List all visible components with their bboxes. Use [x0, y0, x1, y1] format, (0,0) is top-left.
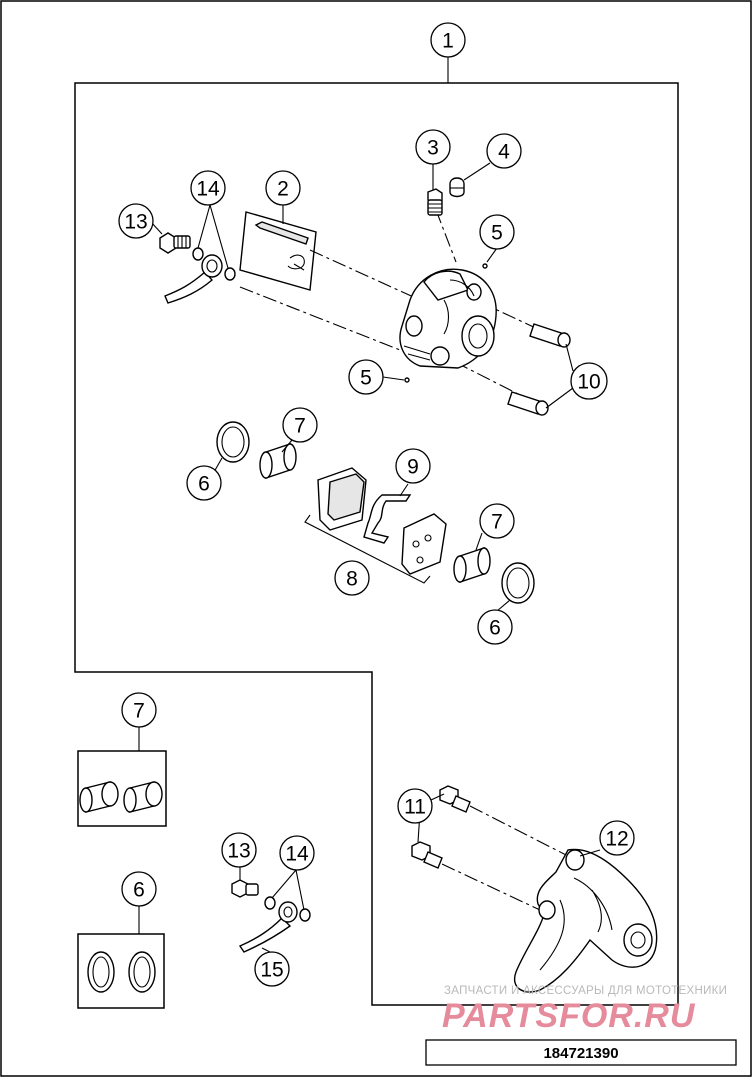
svg-text:9: 9: [407, 456, 419, 479]
o-ring-small-a: [482, 263, 488, 269]
callout-3: 3: [415, 129, 451, 165]
svg-text:14: 14: [285, 843, 309, 866]
leader-12: [579, 849, 601, 857]
bleeder-valve: [427, 188, 443, 216]
svg-text:7: 7: [294, 415, 306, 438]
svg-text:10: 10: [577, 371, 600, 394]
leader-14a: [197, 204, 229, 269]
leader-7b: [475, 532, 483, 551]
brake-caliper-body: [399, 268, 497, 369]
drawing-number-box: [425, 1039, 737, 1066]
svg-text:5: 5: [491, 222, 503, 245]
leader-10: [545, 343, 574, 409]
callout-13-upper: 13: [118, 203, 154, 239]
caliper-bracket: [513, 848, 658, 993]
bracket-bolt-upper: [439, 785, 471, 813]
callout-14-lower: 14: [279, 835, 315, 871]
brake-pads: [304, 467, 447, 584]
seal-kit-box: [77, 933, 165, 1009]
callout-5-upper: 5: [479, 214, 515, 250]
callout-7-middle-right: 7: [479, 503, 515, 539]
washer-lower-b: [299, 908, 311, 922]
svg-text:5: 5: [360, 367, 372, 390]
banjo-bolt-upper: [159, 232, 191, 254]
washer-upper-a: [192, 247, 204, 261]
svg-text:7: 7: [133, 700, 145, 723]
svg-text:12: 12: [605, 828, 628, 851]
alignment-line-a: [309, 249, 421, 301]
callout-5-lower: 5: [348, 359, 384, 395]
leader-14b: [271, 869, 305, 911]
callout-13-lower: 13: [221, 832, 257, 868]
leader-4: [463, 162, 491, 181]
callout-1: 1: [430, 22, 466, 58]
piston-left: [259, 443, 297, 479]
watermark-brand: PARTSFOR.RU: [442, 997, 696, 1035]
svg-text:1: 1: [442, 30, 454, 53]
svg-text:3: 3: [427, 137, 439, 160]
svg-text:7: 7: [491, 511, 503, 534]
guide-pin-lower: [507, 391, 549, 416]
callout-10: 10: [570, 362, 608, 400]
piston-seal-right: [501, 562, 535, 604]
leader-15: [261, 947, 271, 953]
alignment-line-b: [239, 286, 401, 351]
leader-5b: [382, 376, 405, 381]
callout-8: 8: [334, 560, 370, 596]
callout-7-kit: 7: [121, 692, 157, 728]
washer-lower-a: [264, 896, 276, 910]
brake-hose-upper: [164, 254, 223, 304]
leader-5a: [486, 247, 498, 263]
washer-upper-b: [224, 267, 236, 281]
svg-text:6: 6: [133, 879, 145, 902]
svg-text:14: 14: [196, 178, 220, 201]
pad-spring: [363, 494, 412, 544]
alignment-line-g: [441, 863, 541, 911]
svg-text:13: 13: [227, 840, 250, 863]
callout-7-middle-left: 7: [282, 407, 318, 443]
piston-kit-items: [79, 781, 163, 813]
callout-6-middle-left: 6: [186, 465, 222, 501]
watermark-caption: ЗАПЧАСТИ И АКСЕССУАРЫ ДЛЯ МОТОТЕХНИКИ: [444, 985, 727, 997]
alignment-line-c: [435, 209, 457, 263]
callout-14-upper: 14: [190, 170, 226, 206]
callout-12: 12: [599, 820, 635, 856]
leader-7a: [281, 439, 293, 453]
o-ring-small-b: [404, 377, 410, 383]
piston-seal-left: [216, 421, 250, 463]
callout-11: 11: [397, 788, 433, 824]
alignment-line-e: [454, 361, 521, 396]
callout-6-middle-right: 6: [477, 609, 513, 645]
callout-9: 9: [395, 448, 431, 484]
guide-pin-upper: [529, 323, 571, 348]
svg-text:2: 2: [277, 178, 289, 201]
svg-text:6: 6: [198, 473, 210, 496]
banjo-bolt-lower: [231, 879, 259, 898]
svg-text:4: 4: [498, 141, 510, 164]
leader-6b: [496, 599, 511, 612]
drawing-number: 184721390: [543, 1045, 618, 1062]
bracket-bolt-lower: [411, 841, 443, 869]
assembly-outline: [74, 82, 679, 1006]
callout-15: 15: [254, 951, 290, 987]
dust-cap: [449, 177, 465, 198]
pin-set-box: [239, 211, 317, 291]
svg-text:13: 13: [124, 211, 147, 234]
brake-hose-lower: [238, 901, 298, 953]
piston-kit-box: [77, 750, 167, 827]
svg-text:11: 11: [404, 796, 426, 819]
callout-4: 4: [486, 133, 522, 169]
leader-9: [399, 483, 409, 497]
svg-text:15: 15: [260, 959, 283, 982]
alignment-line-f: [469, 805, 569, 857]
svg-text:6: 6: [489, 617, 501, 640]
seal-kit-items: [87, 951, 156, 993]
piston-right: [453, 547, 491, 583]
svg-text:8: 8: [346, 568, 358, 591]
callout-2: 2: [265, 170, 301, 206]
callout-6-kit: 6: [121, 871, 157, 907]
